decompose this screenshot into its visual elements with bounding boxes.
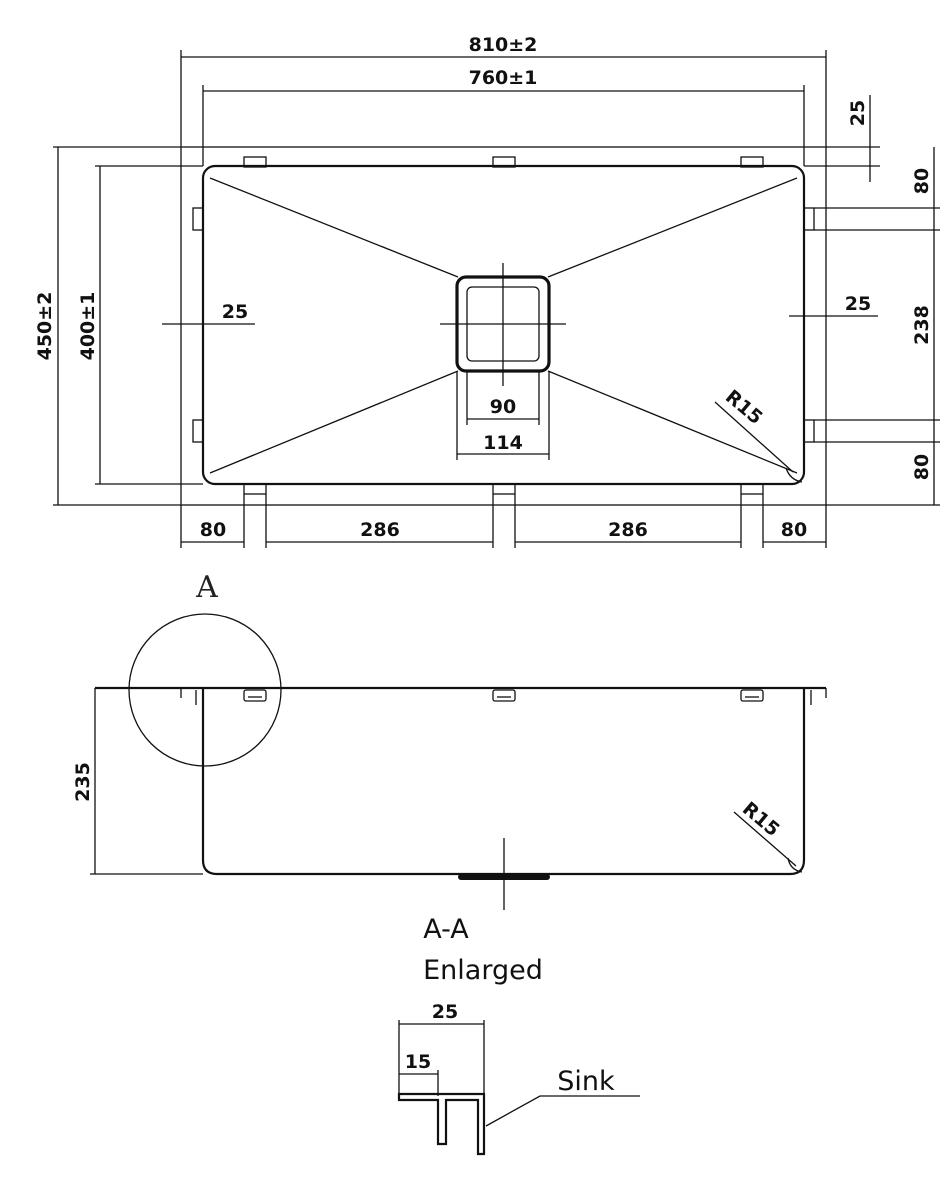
dim-bottom-3: 80 bbox=[781, 519, 807, 541]
dim-clip-spacing: 238 bbox=[911, 305, 933, 345]
slope-line-top-left bbox=[209, 177, 459, 278]
section-clip-right bbox=[740, 689, 764, 702]
dim-overall-width: 450±2 bbox=[34, 292, 56, 361]
dim-overall-length: 810±2 bbox=[469, 34, 538, 56]
clip-top-left bbox=[243, 156, 267, 168]
clip-top-right bbox=[740, 156, 764, 168]
section-clip-center bbox=[492, 689, 516, 702]
section-view: A 235 R15 A-A Enlarged bbox=[72, 570, 827, 986]
clip-right-bottom bbox=[803, 419, 815, 443]
dim-detail-flange-width: 25 bbox=[432, 1001, 458, 1023]
leader-corner-radius bbox=[714, 401, 794, 473]
dim-drain-outer: 114 bbox=[483, 432, 523, 454]
detail-flange-profile bbox=[397, 1092, 486, 1156]
clip-top-center bbox=[492, 156, 516, 168]
top-view: 810±2 760±1 25 80 238 80 450±2 400±1 bbox=[34, 34, 940, 548]
dim-detail-lip-width: 15 bbox=[405, 1051, 431, 1073]
clip-bottom-left bbox=[243, 483, 267, 495]
clip-bottom-center bbox=[492, 483, 516, 495]
clip-bottom-right bbox=[740, 483, 764, 495]
dim-corner-radius: R15 bbox=[721, 386, 767, 429]
dim-drain-inner: 90 bbox=[490, 396, 516, 418]
clip-left-bottom bbox=[192, 419, 204, 443]
clip-right-top bbox=[803, 207, 815, 231]
dim-inner-width: 400±1 bbox=[77, 292, 99, 361]
detail-view: 25 15 Sink bbox=[397, 1001, 640, 1156]
slope-line-top-right bbox=[547, 177, 798, 278]
dim-bottom-2: 286 bbox=[608, 519, 648, 541]
dim-flange-right: 25 bbox=[845, 293, 871, 315]
dim-flange-top: 25 bbox=[847, 100, 869, 126]
enlarged-label: Enlarged bbox=[423, 955, 543, 986]
dim-flange-left: 25 bbox=[222, 301, 248, 323]
dim-inner-length: 760±1 bbox=[469, 67, 538, 89]
leader-section-radius bbox=[733, 811, 797, 867]
detail-marker-a: A bbox=[195, 570, 218, 605]
dim-clip-top-offset: 80 bbox=[911, 168, 933, 194]
sink-flange-outline bbox=[180, 146, 827, 506]
leader-sink bbox=[485, 1095, 640, 1127]
slope-line-bottom-left bbox=[209, 370, 459, 474]
dim-depth: 235 bbox=[72, 762, 94, 802]
corner-radius-arc bbox=[785, 467, 803, 483]
dim-clip-bottom-offset: 80 bbox=[911, 454, 933, 480]
clip-left-top bbox=[192, 207, 204, 231]
section-label: A-A bbox=[423, 914, 469, 945]
sink-label: Sink bbox=[557, 1066, 615, 1097]
dim-bottom-0: 80 bbox=[200, 519, 226, 541]
slope-line-bottom-right bbox=[547, 370, 798, 474]
section-clip-left bbox=[243, 689, 267, 702]
dim-bottom-1: 286 bbox=[360, 519, 400, 541]
detail-circle-a bbox=[128, 613, 282, 767]
